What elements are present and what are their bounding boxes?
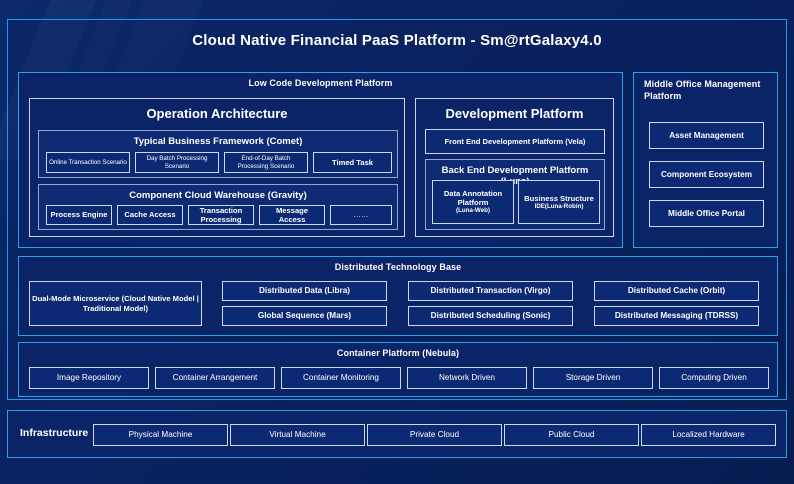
chip-storage-driven[interactable]: Storage Driven <box>533 367 653 389</box>
group-back-end-development-platform: Back End Development Platform (Luna) Dat… <box>425 159 605 230</box>
group-typical-business-framework: Typical Business Framework (Comet) Onlin… <box>38 130 398 178</box>
main-frame: Cloud Native Financial PaaS Platform - S… <box>7 19 787 400</box>
group-heading-business-framework: Typical Business Framework (Comet) <box>133 136 303 147</box>
chip-middle-office-portal[interactable]: Middle Office Portal <box>649 200 764 227</box>
chip-container-monitoring[interactable]: Container Monitoring <box>281 367 401 389</box>
chip-message-access[interactable]: Message Access <box>259 205 325 225</box>
panel-development-platform: Development Platform Front End Developme… <box>415 98 614 237</box>
panel-heading-development-platform: Development Platform <box>445 106 584 121</box>
chip-data-annotation-platform[interactable]: Data Annotation Platform (Luna-Web) <box>432 180 514 224</box>
chip-asset-management[interactable]: Asset Management <box>649 122 764 149</box>
chip-main-label: Business Structure <box>524 193 594 203</box>
chip-timed-task[interactable]: Timed Task <box>313 152 392 173</box>
chip-virtual-machine[interactable]: Virtual Machine <box>230 424 365 446</box>
chip-public-cloud[interactable]: Public Cloud <box>504 424 639 446</box>
chip-computing-driven[interactable]: Computing Driven <box>659 367 769 389</box>
section-low-code-development-platform: Low Code Development Platform Operation … <box>18 72 623 248</box>
panel-heading-operation-architecture: Operation Architecture <box>146 106 288 121</box>
chip-business-structure-ide[interactable]: Business Structure IDE(Luna-Robin) <box>518 180 600 224</box>
chip-sub-label: (Luna-Web) <box>456 207 490 215</box>
chip-process-engine[interactable]: Process Engine <box>46 205 112 225</box>
chip-component-ecosystem[interactable]: Component Ecosystem <box>649 161 764 188</box>
chip-distributed-cache[interactable]: Distributed Cache (Orbit) <box>594 281 759 301</box>
chip-dual-mode-microservice[interactable]: Dual-Mode Microservice (Cloud Native Mod… <box>29 281 202 326</box>
chip-localized-hardware[interactable]: Localized Hardware <box>641 424 776 446</box>
group-heading-back-end: Back End Development Platform (Luna) <box>441 165 589 187</box>
group-component-cloud-warehouse: Component Cloud Warehouse (Gravity) Proc… <box>38 184 398 230</box>
section-distributed-technology-base: Distributed Technology Base Dual-Mode Mi… <box>18 256 778 336</box>
chip-transaction-processing[interactable]: Transaction Processing <box>188 205 254 225</box>
section-infrastructure: Infrastructure Physical Machine Virtual … <box>7 410 787 458</box>
chip-main-label: Data Annotation Platform <box>443 188 503 208</box>
group-heading-component-warehouse: Component Cloud Warehouse (Gravity) <box>129 190 307 201</box>
panel-operation-architecture: Operation Architecture Typical Business … <box>29 98 405 237</box>
page-title: Cloud Native Financial PaaS Platform - S… <box>192 31 602 49</box>
chip-physical-machine[interactable]: Physical Machine <box>93 424 228 446</box>
chip-distributed-scheduling[interactable]: Distributed Scheduling (Sonic) <box>408 306 573 326</box>
section-heading-low-code: Low Code Development Platform <box>248 78 393 88</box>
chip-distributed-data[interactable]: Distributed Data (Libra) <box>222 281 387 301</box>
chip-container-arrangement[interactable]: Container Arrangement <box>155 367 275 389</box>
chip-day-batch-processing-scenario[interactable]: Day Batch Processing Scenario <box>135 152 219 173</box>
chip-network-driven[interactable]: Network Driven <box>407 367 527 389</box>
chip-front-end-development-platform[interactable]: Front End Development Platform (Vela) <box>425 129 605 154</box>
chip-online-transaction-scenario[interactable]: Online Transaction Scenario <box>46 152 130 173</box>
section-container-platform: Container Platform (Nebula) Image Reposi… <box>18 342 778 397</box>
chip-more-ellipsis[interactable]: …… <box>330 205 392 225</box>
chip-global-sequence[interactable]: Global Sequence (Mars) <box>222 306 387 326</box>
infrastructure-label: Infrastructure <box>20 427 89 439</box>
chip-end-of-day-batch-processing-scenario[interactable]: End-of-Day Batch Processing Scenario <box>224 152 308 173</box>
chip-cache-access[interactable]: Cache Access <box>117 205 183 225</box>
section-heading-tech-base: Distributed Technology Base <box>334 262 462 272</box>
section-heading-container-platform: Container Platform (Nebula) <box>336 348 460 358</box>
section-middle-office-management-platform: Middle Office Management Platform Asset … <box>633 72 778 248</box>
chip-sub-label: IDE(Luna-Robin) <box>534 202 584 210</box>
chip-image-repository[interactable]: Image Repository <box>29 367 149 389</box>
section-heading-middle-office: Middle Office Management Platform <box>644 79 761 102</box>
chip-distributed-messaging[interactable]: Distributed Messaging (TDRSS) <box>594 306 759 326</box>
chip-distributed-transaction[interactable]: Distributed Transaction (Virgo) <box>408 281 573 301</box>
chip-private-cloud[interactable]: Private Cloud <box>367 424 502 446</box>
